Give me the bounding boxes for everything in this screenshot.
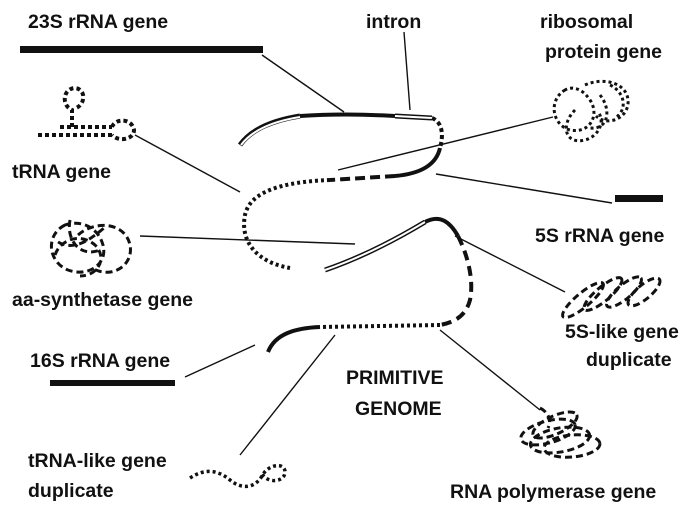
label-5s-like-1: 5S-like gene [565, 321, 679, 343]
aa-synthetase-shape [49, 219, 132, 278]
aa-loop-1 [49, 221, 106, 274]
bar-23s [20, 46, 263, 53]
strand-middle-double [324, 219, 427, 273]
strand-bottom-dotted [319, 323, 441, 329]
pol-trail [539, 406, 552, 429]
trna-loop-right [110, 118, 137, 142]
leader-trnalike [239, 334, 336, 456]
label-trna-like-1: tRNA-like gene [28, 450, 167, 472]
five-s-oval-3 [605, 275, 643, 309]
five-s-oval-2 [582, 276, 624, 312]
leader-aa [139, 235, 356, 245]
leader-23s [261, 54, 345, 113]
strand-16s-segment [266, 325, 321, 353]
strand-start-double [237, 113, 301, 147]
strand-23s-segment [299, 112, 396, 118]
strand-middle-double-inner [324, 221, 426, 271]
leader-intron [403, 31, 411, 111]
bar-16s [50, 380, 175, 386]
trna-like-shape [189, 463, 287, 489]
label-center-1: PRIMITIVE [346, 367, 444, 389]
five-s-like-shape [561, 275, 662, 320]
ribo-loop-2 [584, 79, 630, 123]
ribosomal-protein-shape [552, 79, 630, 143]
label-intron: intron [366, 11, 421, 33]
aa-loop-2 [77, 223, 132, 274]
label-5s-like-2: duplicate [586, 349, 672, 371]
trna-like-wiggle [189, 463, 287, 489]
strand-polymerase-solid [424, 216, 460, 238]
leader-lines [134, 31, 613, 456]
leader-trna [134, 134, 241, 193]
label-trna-like-2: duplicate [28, 480, 114, 502]
label-trna: tRNA gene [12, 161, 111, 183]
label-aa-synthetase: aa-synthetase gene [12, 289, 193, 311]
leader-polymerase [439, 329, 541, 411]
leader-5s [435, 173, 613, 204]
label-center-2: GENOME [355, 398, 442, 420]
pol-oval-3 [542, 433, 602, 459]
ribo-loop-3 [564, 108, 603, 143]
strand-ribosomal-protein-segment [431, 116, 444, 149]
leader-ribosomal [337, 116, 554, 171]
pol-oval-4 [531, 410, 579, 440]
ribo-loop-4 [589, 94, 609, 130]
label-rna-polymerase: RNA polymerase gene [450, 481, 656, 503]
label-16s-rrna: 16S rRNA gene [30, 350, 170, 372]
trna-gene-shape [38, 85, 137, 142]
labels: 23S rRNA gene intron ribosomal protein g… [12, 11, 679, 503]
label-23s-rrna: 23S rRNA gene [28, 11, 168, 33]
label-5s-rrna: 5S rRNA gene [535, 225, 664, 247]
strand-intron-inner [394, 115, 433, 119]
aa-loop-4 [67, 219, 101, 254]
genome-strand [237, 112, 474, 353]
ribo-loop-1 [552, 86, 596, 132]
trna-arm-top [62, 85, 86, 127]
strand-dashed-segment-1 [329, 174, 396, 182]
five-s-oval-1 [561, 280, 605, 320]
strand-polymerase-dashed [439, 235, 474, 327]
strand-start-double-inner [240, 116, 301, 146]
bar-5s [615, 195, 663, 202]
label-ribosomal-2: protein gene [545, 41, 662, 63]
aa-loop-5 [57, 226, 105, 247]
gene-bars [20, 46, 663, 386]
strand-trna-segment [242, 178, 331, 270]
five-s-oval-4 [626, 276, 662, 308]
leader-16s [184, 344, 256, 378]
label-ribosomal-1: ribosomal [540, 11, 633, 33]
ribo-loop-5 [609, 83, 625, 120]
strand-5s-segment [394, 147, 442, 178]
leader-5slike [454, 235, 566, 293]
rna-polymerase-shape [519, 406, 602, 459]
